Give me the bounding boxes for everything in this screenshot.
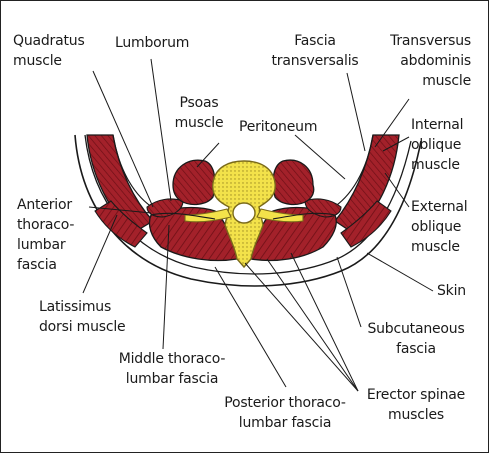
label-peritoneum: Peritoneum <box>239 119 318 135</box>
middle-thoracolumbar-fascia-line <box>150 212 216 220</box>
transverse-process-right <box>256 208 304 223</box>
label-external-oblique: External oblique muscle <box>411 199 468 255</box>
label-internal-oblique: Internal oblique muscle <box>411 117 464 173</box>
label-subcutaneous-fascia: Subcutaneous fascia <box>367 321 465 357</box>
quadratus-lumborum-shape <box>146 198 184 218</box>
psoas-muscle-shape <box>172 159 216 206</box>
latissimus-dorsi-muscle-shape <box>94 200 148 248</box>
label-fascia-transversalis: Fascia transversalis <box>271 33 359 69</box>
label-psoas: Psoas muscle <box>174 95 224 131</box>
label-latissimus-dorsi: Latissimus dorsi muscle <box>39 299 126 335</box>
middle-thoracolumbar-fascia-line-right <box>272 212 336 220</box>
label-quadratus: Quadratus muscle <box>13 33 85 69</box>
label-transversus-abdominis: Transversus abdominis muscle <box>390 33 471 89</box>
psoas-muscle-shape-right <box>272 159 315 206</box>
label-erector-spinae: Erector spinae muscles <box>366 387 466 423</box>
label-anterior-thoracolumbar-fascia: Anterior thoraco- lumbar fascia <box>17 197 75 273</box>
leader-lines <box>82 58 434 392</box>
spinal-canal <box>232 202 256 224</box>
label-middle-thoracolumbar-fascia: Middle thoraco- lumbar fascia <box>118 351 226 387</box>
label-lumborum: Lumborum <box>115 35 190 51</box>
label-skin: Skin <box>437 283 466 299</box>
quadratus-lumborum-shape-right <box>304 198 342 218</box>
label-posterior-thoracolumbar-fascia: Posterior thoraco- lumbar fascia <box>224 395 346 431</box>
right-latissimus-shape <box>340 200 392 248</box>
transverse-process-left <box>184 208 232 223</box>
